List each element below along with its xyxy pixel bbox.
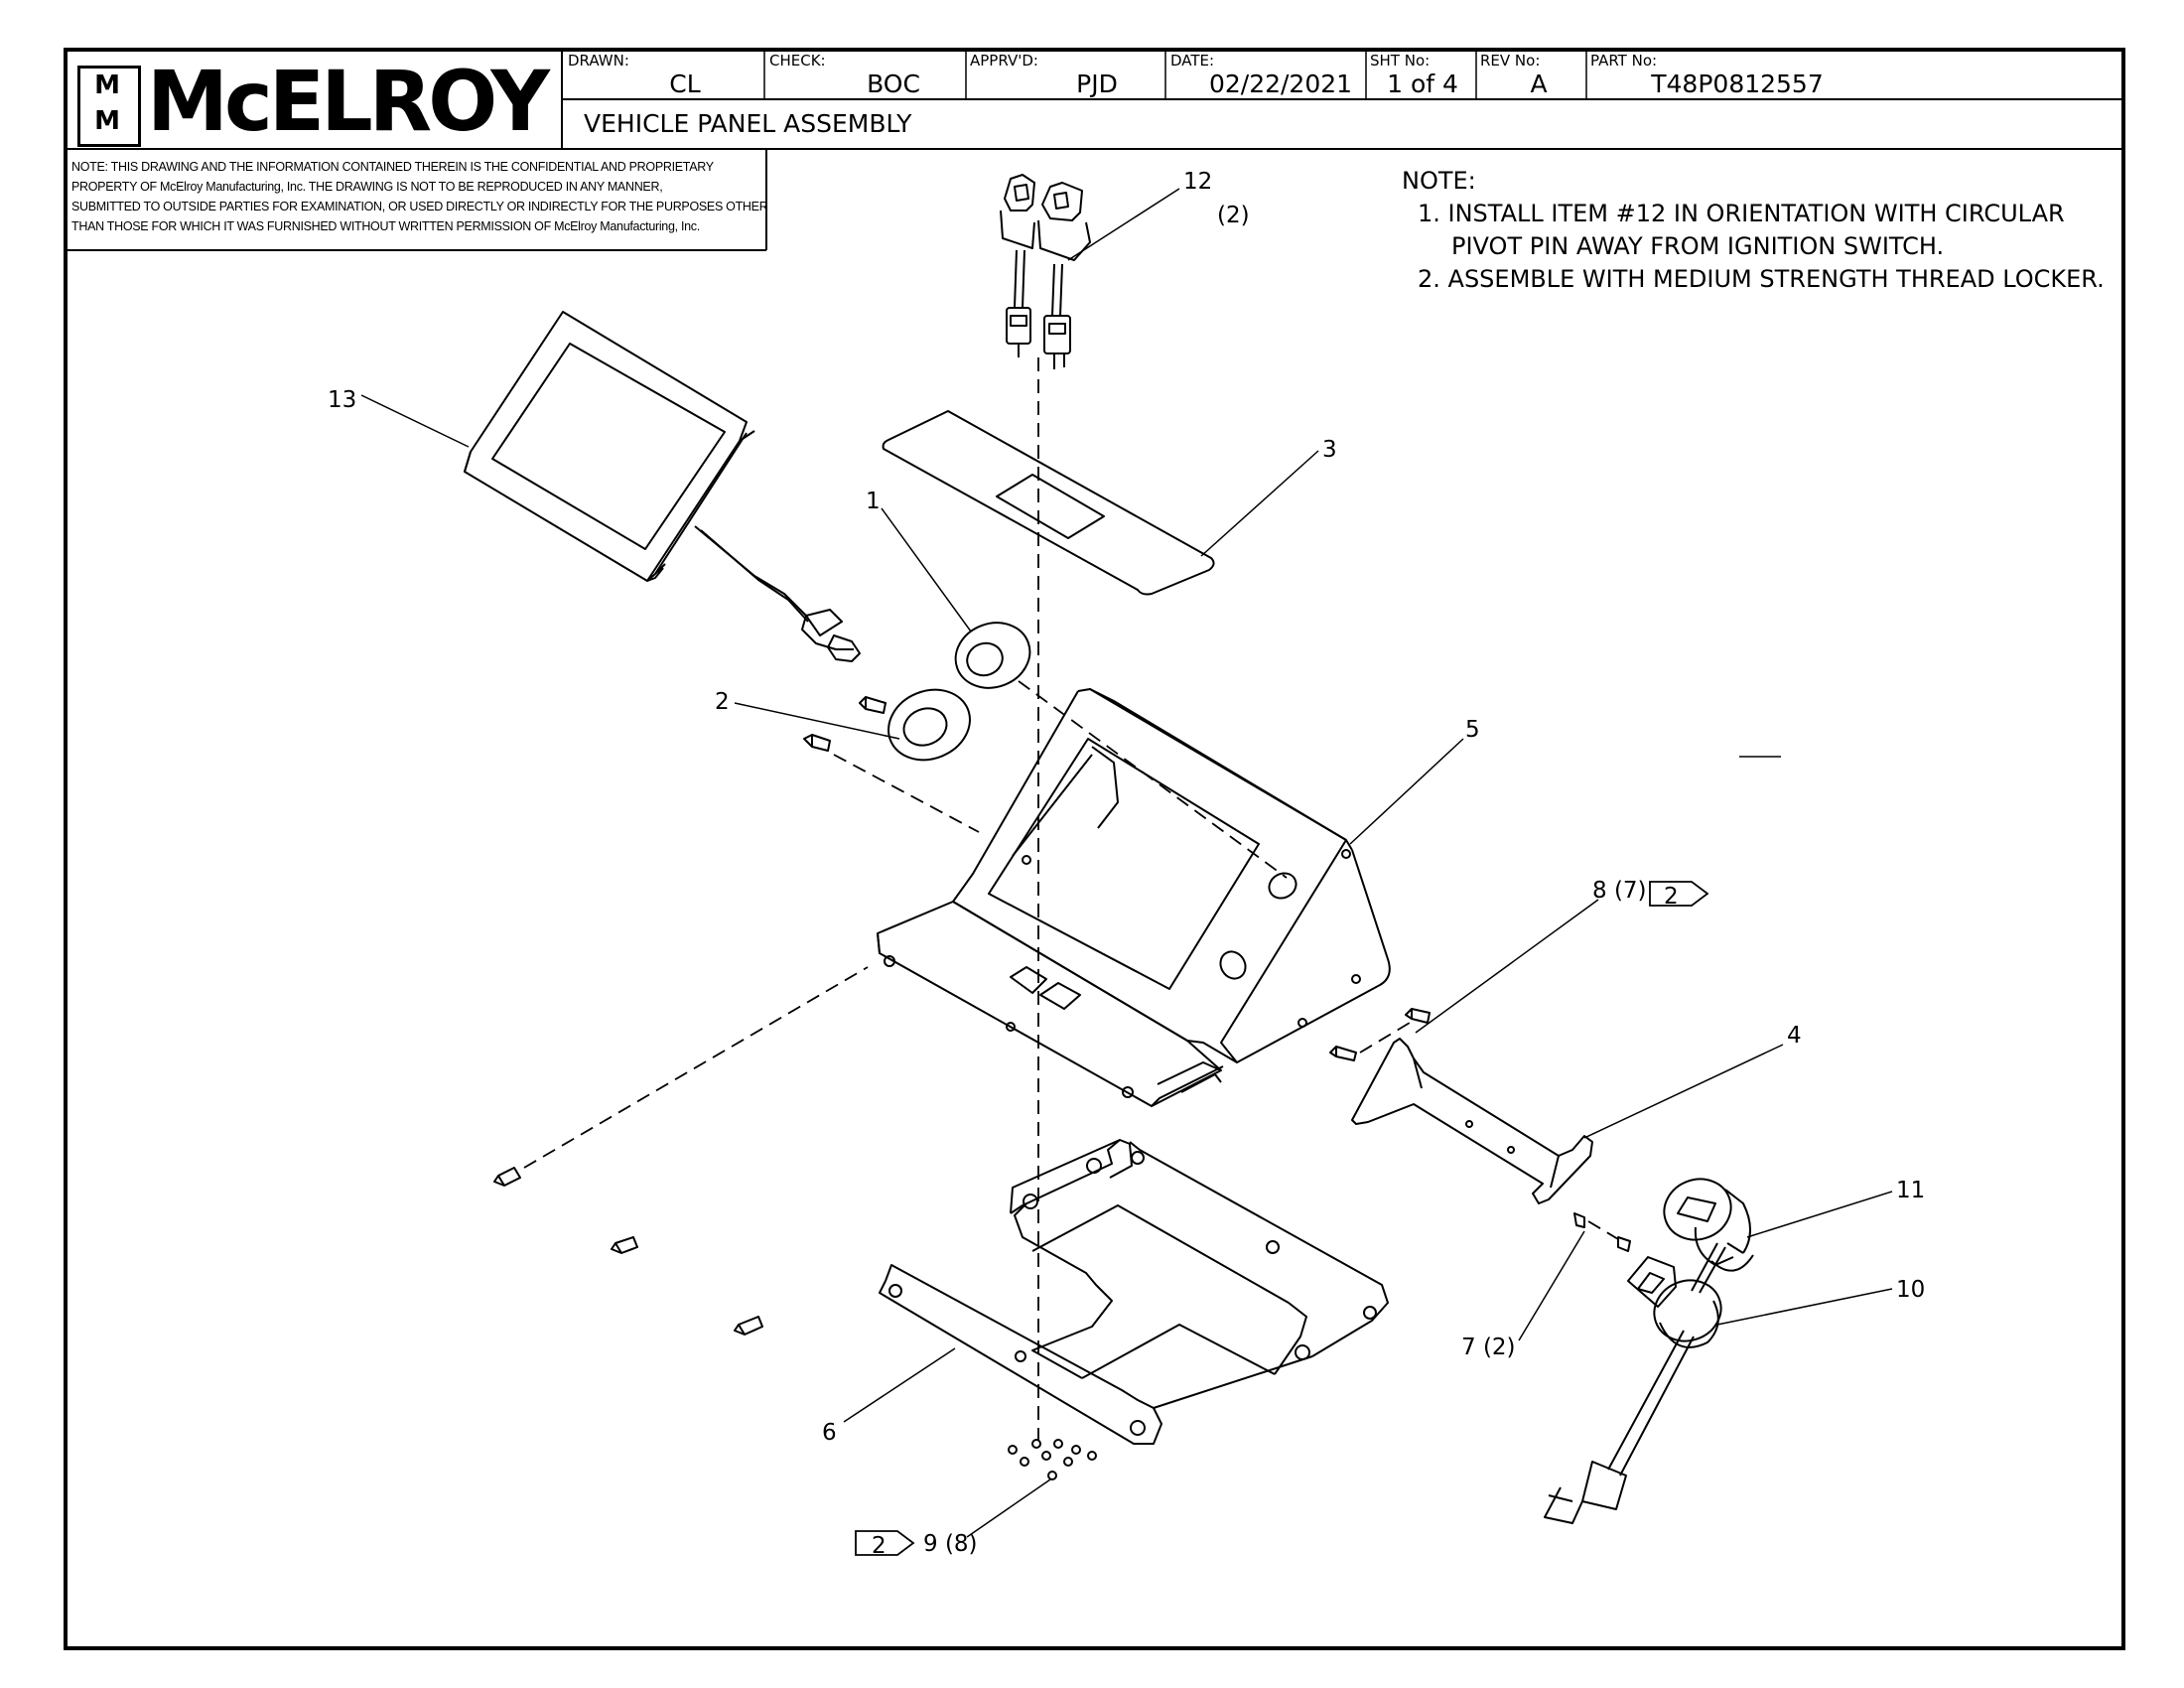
ignition-switch-drawing xyxy=(1663,1178,1754,1272)
enclosure-housing-drawing xyxy=(877,688,1391,1107)
callout-7: 7 (2) xyxy=(1461,1335,1516,1360)
svg-text:2: 2 xyxy=(872,1533,887,1559)
date-value: 02/22/2021 xyxy=(1208,70,1353,98)
leader-lines xyxy=(360,188,1893,1538)
callout-3: 3 xyxy=(1322,437,1337,463)
notes-heading: NOTE: xyxy=(1402,167,1476,195)
drawing-title: VEHICLE PANEL ASSEMBLY xyxy=(584,109,912,138)
callout-13: 13 xyxy=(328,387,356,413)
switch-bracket-arm-drawing xyxy=(1351,1038,1593,1204)
callout-12: 12 xyxy=(1183,169,1212,195)
revision-value: A xyxy=(1530,70,1548,98)
seal-ring-lower-drawing xyxy=(887,688,971,762)
confidentiality-notice: NOTE: THIS DRAWING AND THE INFORMATION C… xyxy=(71,157,768,236)
check-value: BOC xyxy=(867,70,920,98)
callout-labels: 12 (2) 13 3 1 2 5 8 (7) 4 11 10 7 (2) 6 … xyxy=(328,169,1925,1557)
drawn-label: DRAWN: xyxy=(568,52,629,70)
bolt-pair-drawing xyxy=(803,696,887,752)
title-block-grid xyxy=(66,50,2123,251)
drawn-value: CL xyxy=(669,70,701,98)
callout-1: 1 xyxy=(866,489,881,514)
note-1-line-1: 1. INSTALL ITEM #12 IN ORIENTATION WITH … xyxy=(1418,200,2065,227)
switch-assembly-drawing xyxy=(1000,174,1091,369)
callout-8: 8 (7) xyxy=(1592,878,1647,904)
callout-5: 5 xyxy=(1465,717,1480,743)
approved-value: PJD xyxy=(1076,70,1118,98)
overlay-plate-drawing xyxy=(882,410,1215,596)
revision-label: REV No: xyxy=(1480,52,1541,70)
callout-12-qty: (2) xyxy=(1217,203,1250,228)
svg-text:2: 2 xyxy=(1664,884,1679,910)
notice-line: PROPERTY OF McElroy Manufacturing, Inc. … xyxy=(71,180,663,194)
display-screen-drawing xyxy=(464,311,861,662)
notice-line: SUBMITTED TO OUTSIDE PARTIES FOR EXAMINA… xyxy=(71,200,768,213)
assembly-notes: NOTE: 1. INSTALL ITEM #12 IN ORIENTATION… xyxy=(1402,165,2105,296)
callout-11: 11 xyxy=(1896,1178,1925,1203)
check-label: CHECK: xyxy=(769,52,826,70)
part-number-value: T48P0812557 xyxy=(1651,70,1824,98)
logo-mark-icon: M M xyxy=(77,66,141,147)
toggle-switch-drawing xyxy=(1544,1242,1726,1524)
date-label: DATE: xyxy=(1170,52,1215,70)
company-name: McELROY xyxy=(147,53,550,150)
callout-4: 4 xyxy=(1787,1023,1802,1049)
assembly-center-lines xyxy=(523,357,1619,1440)
callout-9: 9 (8) xyxy=(923,1531,978,1557)
loose-bolts-drawing xyxy=(493,1008,1631,1336)
note-2-line-1: 2. ASSEMBLE WITH MEDIUM STRENGTH THREAD … xyxy=(1418,265,2105,293)
callout-2: 2 xyxy=(715,689,730,715)
screw-group-drawing xyxy=(1008,1439,1097,1480)
callout-10: 10 xyxy=(1896,1277,1925,1303)
part-number-label: PART No: xyxy=(1590,52,1658,70)
callout-6: 6 xyxy=(822,1420,837,1446)
note-flag-8: 2 xyxy=(1649,881,1709,910)
notice-line: NOTE: THIS DRAWING AND THE INFORMATION C… xyxy=(71,160,714,174)
note-1-line-2: PIVOT PIN AWAY FROM IGNITION SWITCH. xyxy=(1451,232,1945,260)
seal-ring-drawing xyxy=(954,622,1031,689)
sheet-border xyxy=(64,48,2125,1650)
sheet-label: SHT No: xyxy=(1370,52,1431,70)
sheet-value: 1 of 4 xyxy=(1387,70,1458,98)
note-flag-9: 2 xyxy=(855,1530,915,1559)
mounting-bracket-drawing xyxy=(879,1139,1389,1445)
approved-label: APPRV'D: xyxy=(970,52,1038,70)
notice-line: THAN THOSE FOR WHICH IT WAS FURNISHED WI… xyxy=(71,219,700,233)
